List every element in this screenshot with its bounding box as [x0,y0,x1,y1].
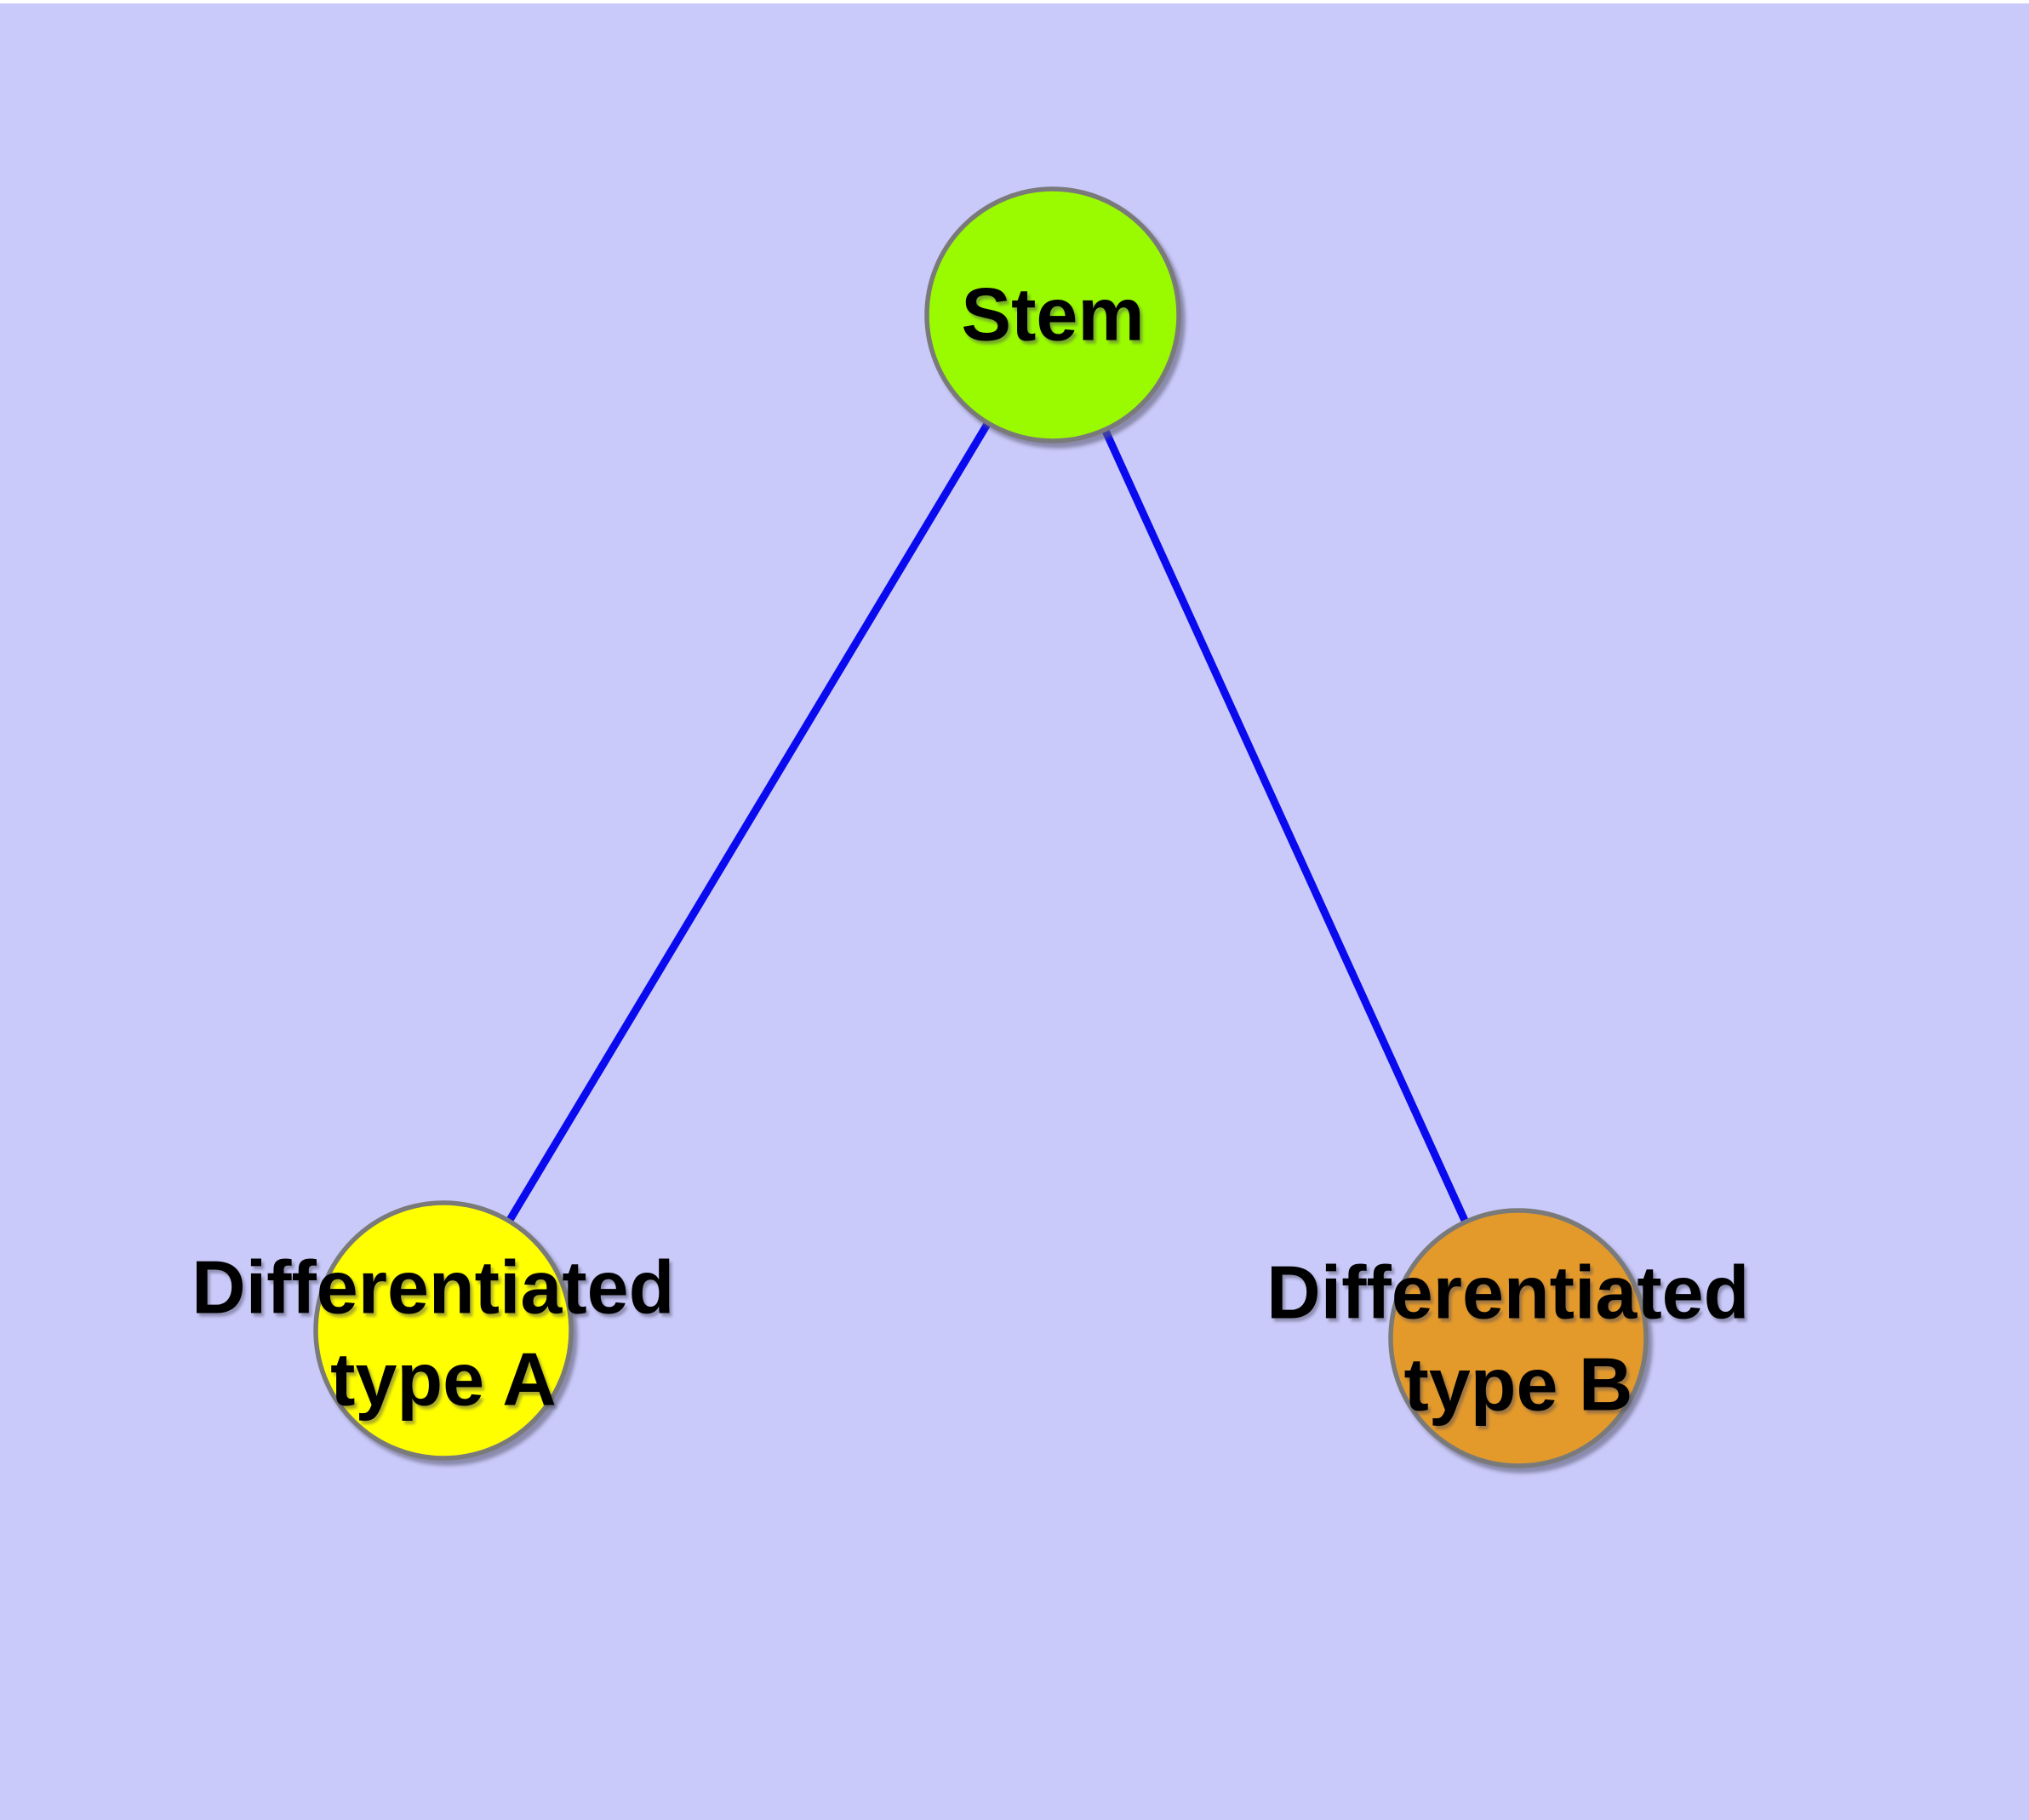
differentiated-type-a-label: Differentiated type A [191,1219,695,1422]
differentiated-type-b-node [1388,1208,1649,1468]
type-a-label-line-1: Differentiated [191,1245,674,1330]
type-b-label-line-1: Differentiated [1266,1251,1749,1335]
stem-node [924,186,1181,444]
differentiated-type-a-node [313,1200,574,1461]
differentiated-type-b-label: Differentiated type B [1266,1224,1770,1427]
edge-stem-to-type-b [1049,311,1523,1342]
edge-stem-to-type-a [439,311,1057,1335]
graph-edges [439,311,1523,1342]
top-edge-strip [0,0,2029,3]
stem-node-label: Stem [961,272,1144,357]
graph-nodes [313,186,1649,1468]
type-b-label-line-2: type B [1404,1342,1633,1427]
type-a-label-line-2: type A [330,1337,557,1422]
graph-node-labels: Stem Differentiated type A Differentiate… [191,272,1770,1427]
